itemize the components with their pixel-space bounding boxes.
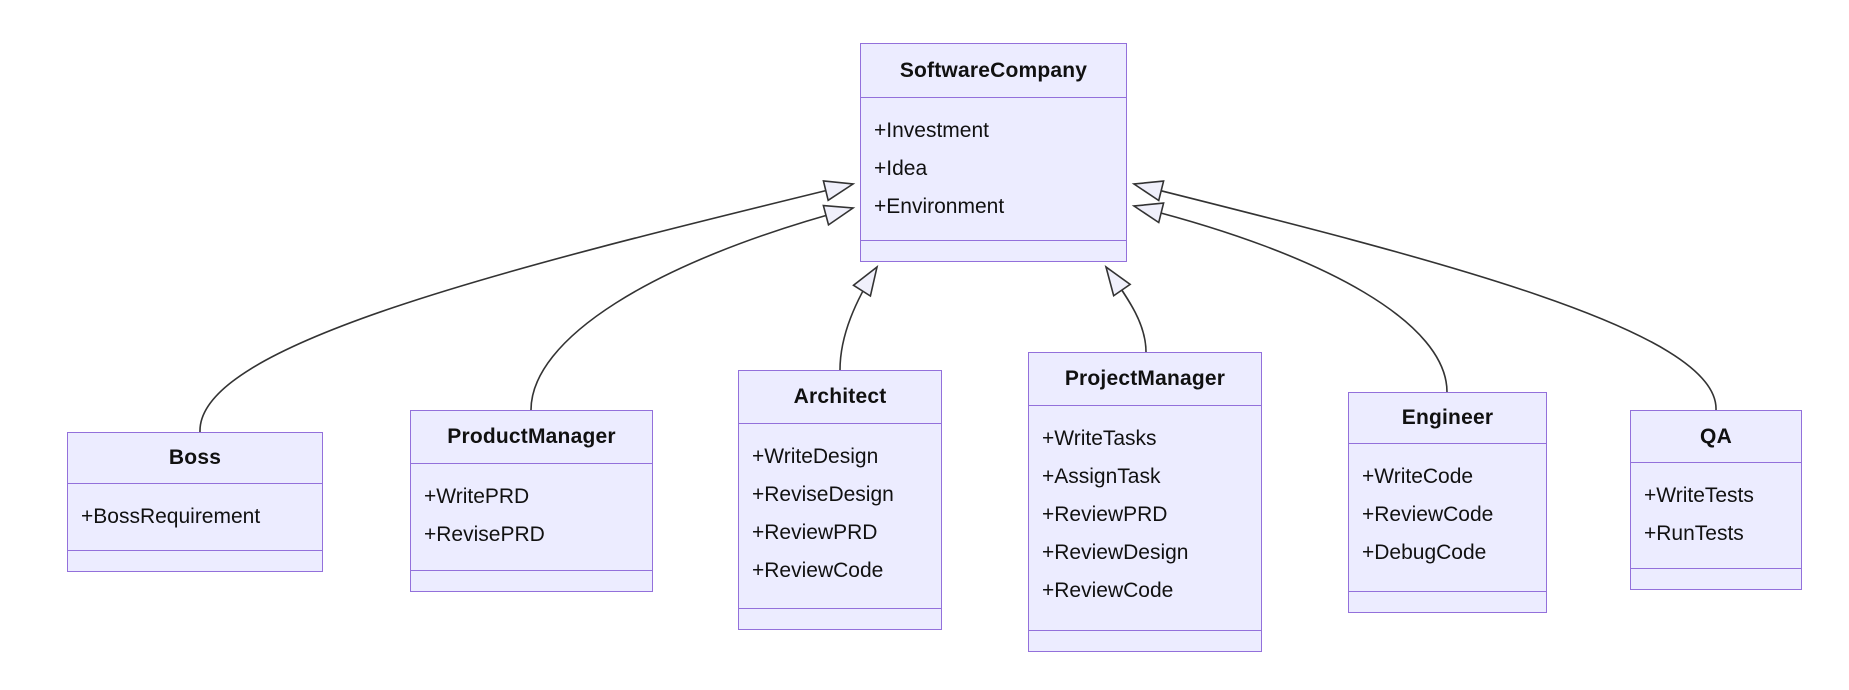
attribute: +RunTests [1644, 522, 1744, 545]
edge-productmanager-softwarecompany [530, 204, 856, 411]
class-attributes: +WriteTasks +AssignTask +ReviewPRD +Revi… [1029, 406, 1261, 631]
attribute: +ReviewCode [752, 559, 884, 582]
attribute: +ReviewPRD [752, 521, 878, 544]
class-title: Boss [68, 433, 322, 484]
attribute: +WriteTests [1644, 484, 1754, 507]
class-attributes: +Investment +Idea +Environment [861, 98, 1126, 241]
attribute: +WriteCode [1362, 465, 1474, 488]
class-title: QA [1631, 411, 1801, 463]
class-attributes: +WriteTests +RunTests [1631, 463, 1801, 569]
class-methods-empty [1631, 569, 1801, 589]
attribute: +WritePRD [424, 485, 530, 508]
attribute: +Investment [874, 119, 989, 142]
attribute: +ReviewCode [1042, 579, 1174, 602]
class-title: Engineer [1349, 393, 1546, 444]
class-methods-empty [1349, 592, 1546, 612]
edge-architect-softwarecompany [839, 264, 879, 371]
attribute: +ReviewCode [1362, 503, 1494, 526]
class-methods-empty [739, 609, 941, 629]
attribute: +Environment [874, 195, 1005, 218]
class-attributes: +WriteCode +ReviewCode +DebugCode [1349, 444, 1546, 592]
class-methods-empty [411, 571, 652, 591]
attribute: +AssignTask [1042, 465, 1161, 488]
class-title: ProjectManager [1029, 353, 1261, 406]
attribute: +ReviseDesign [752, 483, 894, 506]
class-node-productmanager: ProductManager +WritePRD +RevisePRD [410, 410, 653, 592]
attribute: +Idea [874, 157, 928, 180]
edge-boss-softwarecompany [199, 179, 856, 433]
class-title: ProductManager [411, 411, 652, 464]
class-node-projectmanager: ProjectManager +WriteTasks +AssignTask +… [1028, 352, 1262, 652]
attribute: +BossRequirement [81, 505, 261, 528]
edge-engineer-softwarecompany [1131, 202, 1448, 393]
class-title: Architect [739, 371, 941, 424]
attribute: +WriteDesign [752, 445, 879, 468]
edge-projectmanager-softwarecompany [1104, 265, 1147, 353]
class-attributes: +WriteDesign +ReviseDesign +ReviewPRD +R… [739, 424, 941, 609]
attribute: +ReviewDesign [1042, 541, 1189, 564]
edge-qa-softwarecompany [1131, 180, 1717, 411]
attribute: +WriteTasks [1042, 427, 1157, 450]
class-title: SoftwareCompany [861, 44, 1126, 98]
attribute: +DebugCode [1362, 541, 1487, 564]
attribute: +RevisePRD [424, 523, 545, 546]
class-attributes: +WritePRD +RevisePRD [411, 464, 652, 571]
class-node-architect: Architect +WriteDesign +ReviseDesign +Re… [738, 370, 942, 630]
class-methods-empty [1029, 631, 1261, 651]
class-methods-empty [68, 551, 322, 571]
attribute: +ReviewPRD [1042, 503, 1168, 526]
class-node-engineer: Engineer +WriteCode +ReviewCode +DebugCo… [1348, 392, 1547, 613]
class-node-boss: Boss +BossRequirement [67, 432, 323, 572]
class-node-softwarecompany: SoftwareCompany +Investment +Idea +Envir… [860, 43, 1127, 262]
class-methods-empty [861, 241, 1126, 261]
class-attributes: +BossRequirement [68, 484, 322, 551]
class-node-qa: QA +WriteTests +RunTests [1630, 410, 1802, 590]
